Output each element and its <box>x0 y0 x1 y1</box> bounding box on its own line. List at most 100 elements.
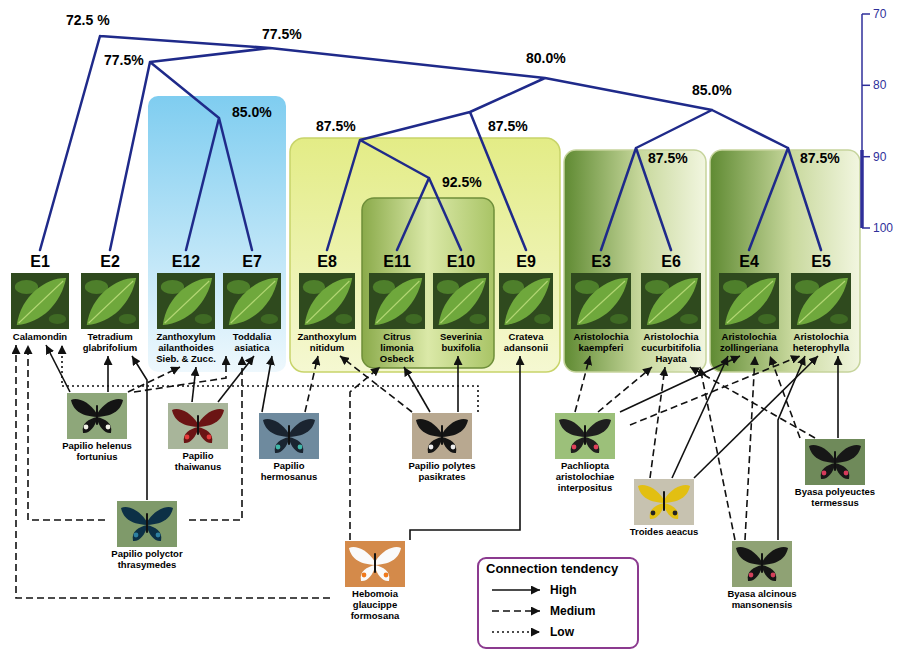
species-name: Papilio thaiwanus <box>161 450 235 472</box>
butterfly-node: Papilio helenus fortunius <box>55 392 139 465</box>
plant-photo <box>81 273 139 329</box>
species-name: Papilio polyctor thrasymedes <box>106 548 188 570</box>
photo-slot <box>221 271 283 331</box>
photo-slot <box>497 271 555 331</box>
plant-node: E5Aristolochia heterophylla <box>788 253 854 356</box>
butterfly-photo <box>117 501 177 547</box>
photo-slot <box>717 271 781 331</box>
butterfly-node: Papilio polyctor thrasymedes <box>105 500 189 573</box>
plant-photo <box>223 273 281 329</box>
similarity-percent: 72.5 % <box>66 12 110 29</box>
connector <box>457 356 459 412</box>
clade-id: E9 <box>497 253 555 271</box>
connector <box>128 367 180 392</box>
legend-box <box>478 558 638 648</box>
plant-photo <box>719 273 779 329</box>
butterfly-photo <box>259 413 319 459</box>
butterfly-node: Papilio thaiwanus <box>160 402 236 475</box>
plant-photo <box>11 273 69 329</box>
similarity-percent: 87.5% <box>316 118 356 135</box>
species-name: Aristolochia zollingeriana <box>717 331 781 353</box>
plant-node: E10Severinia buxifolia <box>430 253 492 356</box>
legend-sample <box>492 589 540 591</box>
clade-id: E1 <box>9 253 71 271</box>
connector <box>837 356 839 438</box>
butterfly-photos <box>67 393 865 587</box>
clade-id: E11 <box>367 253 427 271</box>
photo-slot <box>161 402 235 450</box>
photo-slot <box>627 478 701 526</box>
clade-id: E4 <box>717 253 781 271</box>
butterfly-photo <box>634 479 694 525</box>
connector <box>598 367 652 412</box>
photo-slot <box>331 540 419 588</box>
plant-photo <box>499 273 553 329</box>
photo-slot <box>56 392 138 440</box>
butterfly-photo <box>805 439 865 485</box>
similarity-percent: 80.0% <box>526 50 566 67</box>
connector <box>700 367 735 540</box>
connector <box>262 356 272 412</box>
connector <box>218 356 254 402</box>
photo-slot <box>155 271 217 331</box>
plant-node: E12Zanthoxylum ailanthoides Sieb. & Zucc… <box>154 253 218 367</box>
connector <box>694 356 818 478</box>
scale-axis <box>862 14 870 228</box>
similarity-percent: 87.5% <box>488 118 528 135</box>
photo-slot <box>431 271 491 331</box>
plant-photo <box>369 273 425 329</box>
cluster-band <box>148 96 286 372</box>
cluster-band <box>710 150 860 372</box>
connector <box>350 367 380 540</box>
connector <box>770 356 800 438</box>
legend-title: Connection tendency <box>486 561 618 577</box>
connector <box>575 356 590 412</box>
connector <box>404 367 430 412</box>
plant-node: E7Toddalia asiatica <box>220 253 284 356</box>
species-name: Toddalia asiatica <box>221 331 283 353</box>
connector <box>189 356 242 520</box>
species-name: Aristolochia heterophylla <box>789 331 853 353</box>
species-name: Aristolochia kaempferi <box>569 331 633 353</box>
plant-photo <box>791 273 851 329</box>
connector <box>46 345 70 392</box>
species-name: Papilio hermosanus <box>249 460 329 482</box>
species-name: Hebomoia glaucippe formosana <box>331 588 419 621</box>
species-name: Troides aeacus <box>627 526 701 537</box>
butterfly-node: Pachliopta aristolochiae interpositus <box>540 412 630 496</box>
plant-node: E1Calamondin <box>8 253 72 345</box>
photo-slot <box>541 412 629 460</box>
plant-photo <box>157 273 215 329</box>
plant-photo <box>641 273 701 329</box>
clade-id: E3 <box>569 253 633 271</box>
species-name: Crateva adansonii <box>497 331 555 353</box>
plant-node: E2Tetradium glabrifolium <box>78 253 142 356</box>
axis-tick-label: 70 <box>873 6 886 22</box>
photo-slot <box>721 540 803 588</box>
species-name: Papilio helenus fortunius <box>56 440 138 462</box>
species-name: Severinia buxifolia <box>431 331 491 353</box>
photo-slot <box>401 412 483 460</box>
legend-text: Medium <box>550 603 595 619</box>
connector <box>410 356 520 540</box>
clade-id: E5 <box>789 253 853 271</box>
similarity-percent: 77.5% <box>104 52 144 69</box>
species-name: Zanthoxylum ailanthoides Sieb. & Zucc. <box>155 331 217 364</box>
species-name: Byasa alcinous mansonensis <box>721 588 803 610</box>
clade-id: E8 <box>297 253 357 271</box>
butterfly-node: Papilio polytes pasikrates <box>400 412 484 485</box>
photo-slot <box>789 271 853 331</box>
connector <box>192 367 196 402</box>
connector <box>745 356 755 540</box>
photo-slot <box>639 271 703 331</box>
photo-slot <box>106 500 188 548</box>
butterfly-node: Papilio hermosanus <box>248 412 330 485</box>
butterfly-node: Byasa alcinous mansonensis <box>720 540 804 613</box>
axis-tick-label: 80 <box>873 77 886 93</box>
similarity-percent: 87.5% <box>648 150 688 167</box>
plant-photo <box>433 273 489 329</box>
photo-slot <box>569 271 633 331</box>
clade-id: E12 <box>155 253 217 271</box>
species-name: Zanthoxylum nitidum <box>297 331 357 353</box>
connector <box>305 356 318 412</box>
